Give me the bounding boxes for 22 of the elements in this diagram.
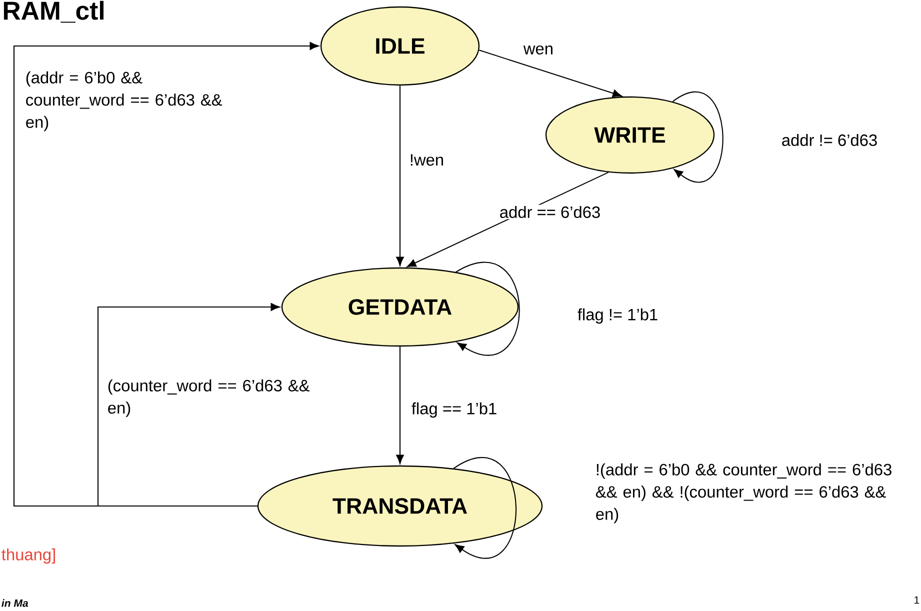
edge-label: !wen bbox=[408, 153, 446, 167]
page-number: 1 bbox=[914, 596, 920, 604]
self-loop-arrow bbox=[456, 262, 520, 356]
arrow bbox=[396, 346, 404, 464]
citation-text: thuang] bbox=[2, 548, 55, 564]
self-loop-arrow bbox=[672, 92, 724, 182]
author-text: in Ma bbox=[2, 599, 28, 607]
edge-label: wen bbox=[522, 44, 555, 56]
arrow bbox=[97, 303, 280, 507]
edge-label: addr != 6’d63 bbox=[780, 132, 879, 148]
edge-label: addr == 6’d63 bbox=[498, 204, 602, 220]
arrow bbox=[479, 50, 622, 98]
edge-label: flag != 1’b1 bbox=[576, 307, 660, 325]
edge-label: (counter_word == 6’d63 && en) bbox=[106, 378, 312, 418]
title: RAM_ctl bbox=[4, 0, 104, 23]
arrow bbox=[396, 86, 404, 266]
edge-label: flag == 1’b1 bbox=[410, 401, 498, 419]
arrow bbox=[13, 42, 319, 507]
edge-label: (addr = 6’b0 && counter_word == 6’d63 && en) bbox=[24, 70, 230, 132]
arrow bbox=[406, 172, 609, 268]
self-loop-arrow bbox=[453, 458, 516, 558]
edge-label: !(addr = 6’b0 && counter_word == 6’d63 && en) && !(counter_word == 6’d63 && en) bbox=[594, 462, 907, 524]
